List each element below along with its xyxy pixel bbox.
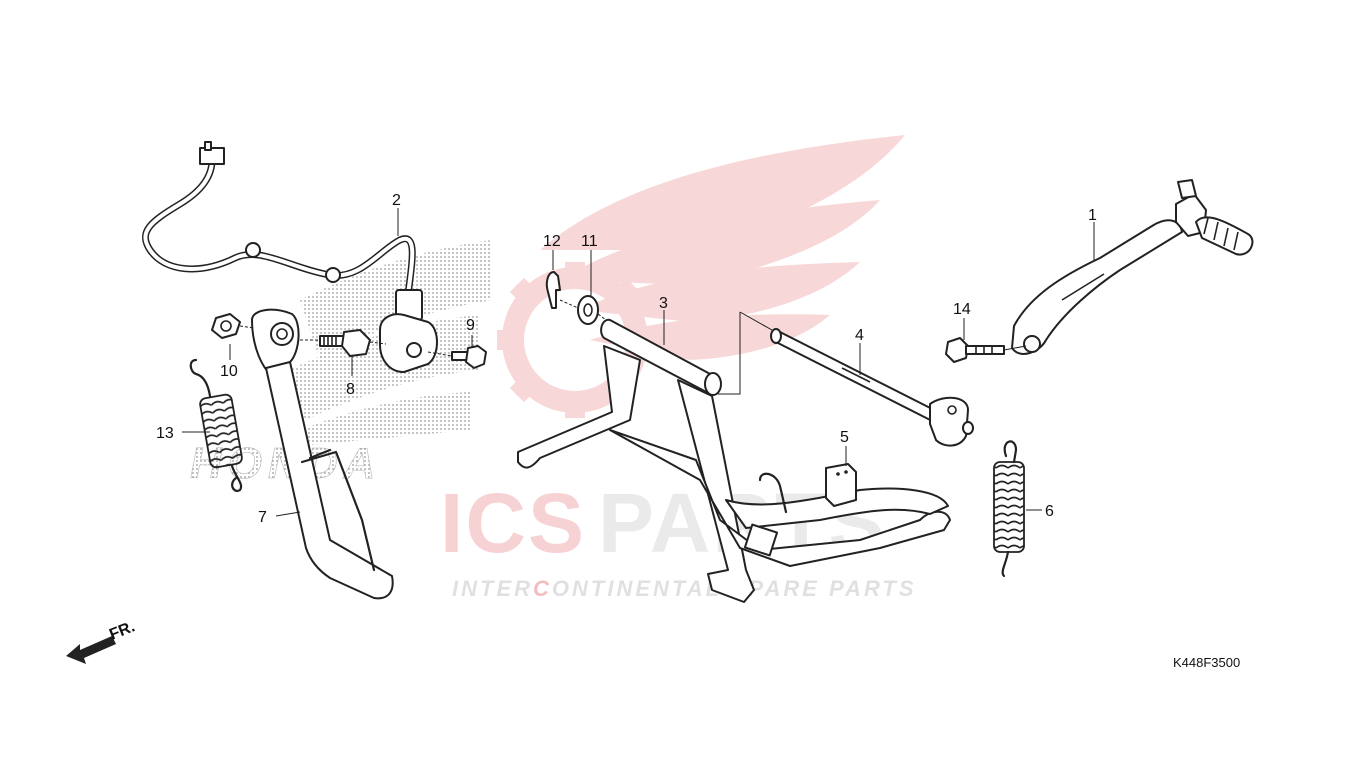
- callout-8[interactable]: 8: [346, 381, 355, 398]
- callout-7[interactable]: 7: [258, 509, 267, 526]
- tagline-part-b: C: [533, 576, 552, 601]
- callout-12[interactable]: 12: [543, 233, 561, 250]
- watermark-tagline: INTERCONTINENTAL SPARE PARTS: [452, 576, 917, 601]
- front-direction-indicator: FR.: [66, 618, 137, 664]
- callout-11[interactable]: 11: [581, 233, 598, 250]
- front-label: FR.: [107, 618, 137, 643]
- callout-numbers: 1 2 3 4 5 6 7 8 9 10 11 12 13 14: [156, 192, 1097, 526]
- tagline-part-a: INTER: [452, 576, 533, 601]
- callout-9[interactable]: 9: [466, 317, 475, 334]
- side-stand-part[interactable]: [251, 308, 394, 600]
- callout-13[interactable]: 13: [156, 425, 174, 442]
- callout-4[interactable]: 4: [855, 327, 864, 344]
- main-stand-spring-part[interactable]: [993, 440, 1025, 578]
- pivot-bolt-part[interactable]: [319, 329, 371, 357]
- callout-3[interactable]: 3: [659, 295, 668, 312]
- kick-starter-arm-part[interactable]: [1011, 179, 1254, 355]
- arrow-front-icon: [66, 636, 116, 664]
- callout-6[interactable]: 6: [1045, 503, 1054, 520]
- callout-2[interactable]: 2: [392, 192, 401, 209]
- switch-bolt-part[interactable]: [451, 345, 487, 369]
- callout-5[interactable]: 5: [840, 429, 849, 446]
- main-stand-shaft-part[interactable]: [770, 328, 974, 447]
- callout-14[interactable]: 14: [953, 301, 971, 318]
- washer-part[interactable]: [577, 295, 599, 325]
- cotter-pin-part[interactable]: [545, 271, 561, 309]
- main-stand-part[interactable]: [517, 318, 951, 603]
- kick-arm-bolt-part[interactable]: [945, 337, 1005, 363]
- leader-lines: [182, 208, 1095, 517]
- side-stand-switch-assembly[interactable]: [141, 141, 438, 373]
- svg-text:INTERCONTINENTAL SPARE PARTS: INTERCONTINENTAL SPARE PARTS: [452, 576, 917, 601]
- stand-stopper-part[interactable]: [825, 463, 857, 507]
- figure-code: K448F3500: [1173, 655, 1240, 670]
- watermark-brand-left: ICS: [440, 476, 586, 570]
- callout-1[interactable]: 1: [1088, 207, 1097, 224]
- callout-10[interactable]: 10: [220, 363, 238, 380]
- watermark-wing-logo: [497, 135, 905, 418]
- side-stand-spring-part[interactable]: [189, 358, 243, 492]
- switch-connector-icon: [199, 147, 225, 165]
- flange-nut-part[interactable]: [211, 313, 241, 339]
